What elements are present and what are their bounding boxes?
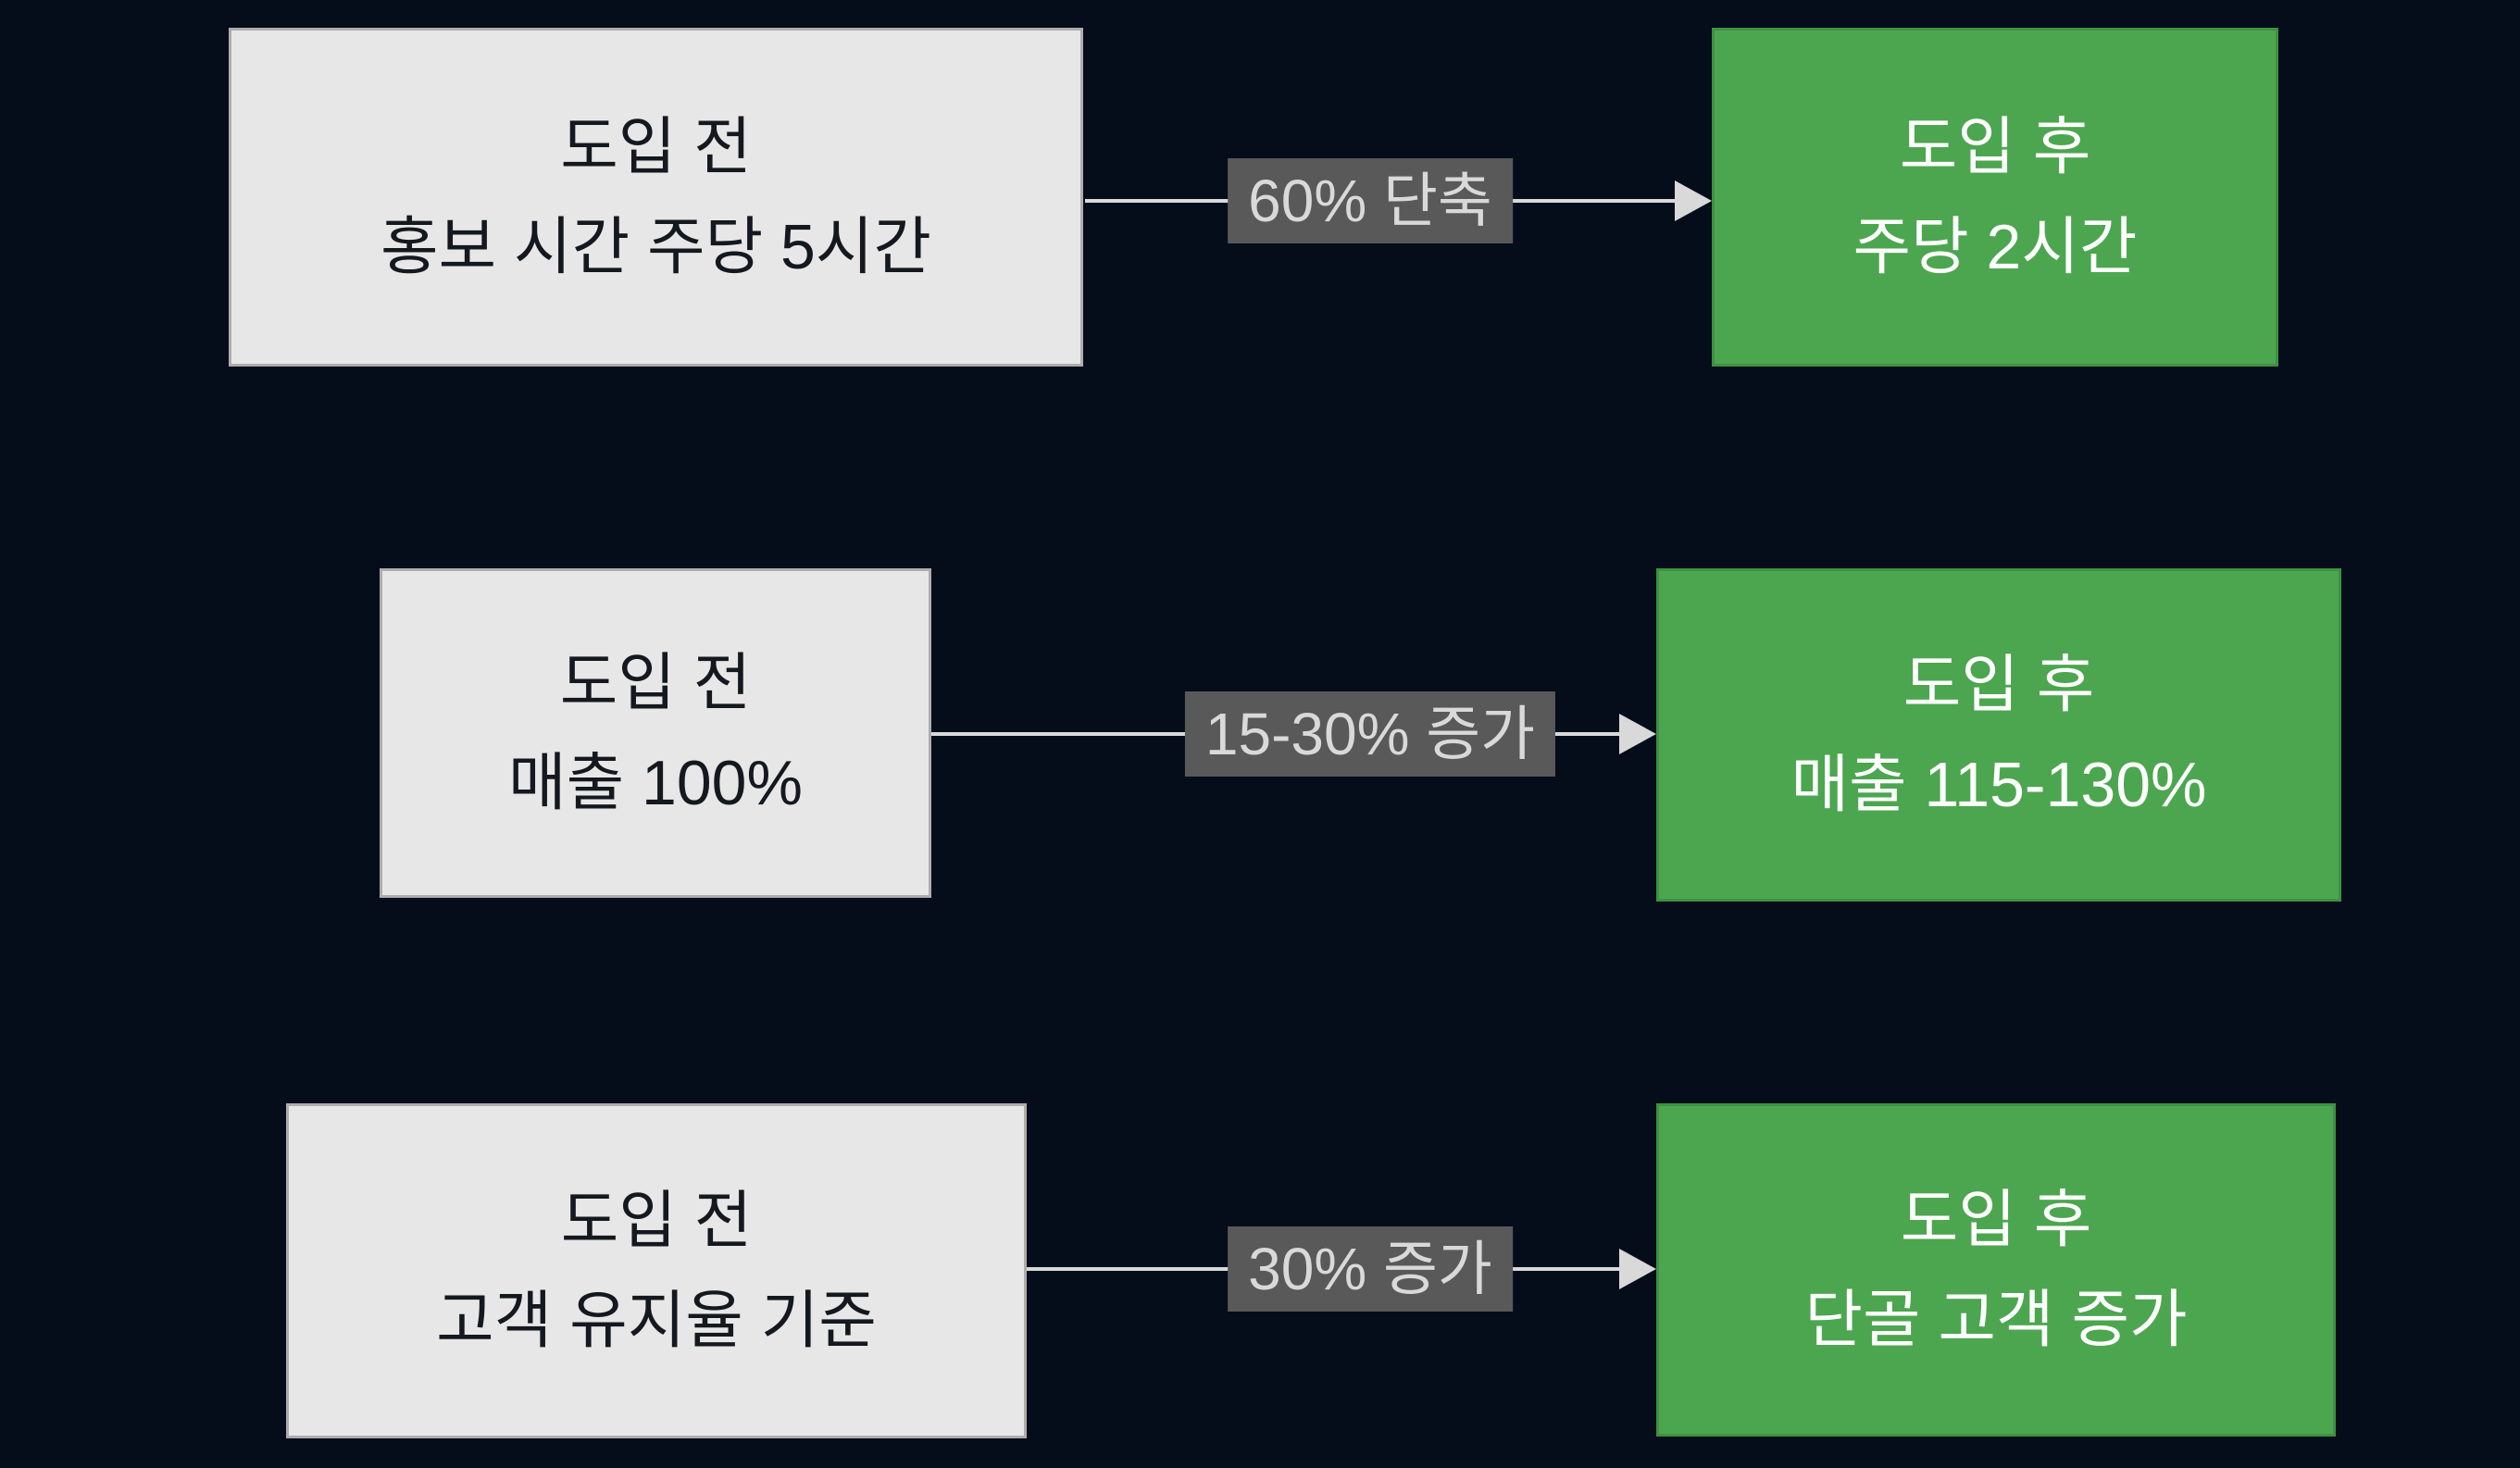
after-box-2-line1: 도입 후 — [1902, 649, 2095, 720]
before-box-3-line1: 도입 전 — [560, 1185, 753, 1256]
after-box-2: 도입 후 매출 115-130% — [1656, 568, 2341, 902]
after-box-3-line1: 도입 후 — [1900, 1184, 2092, 1255]
change-label-2: 15-30% 증가 — [1184, 691, 1556, 777]
after-box-1: 도입 후 주당 2시간 — [1712, 28, 2278, 367]
change-label-3: 30% 증가 — [1228, 1226, 1513, 1312]
before-box-1: 도입 전 홍보 시간 주당 5시간 — [229, 28, 1083, 367]
arrow-head-icon — [1619, 714, 1656, 754]
before-box-2-line1: 도입 전 — [559, 647, 752, 718]
after-box-1-line1: 도입 후 — [1899, 111, 2091, 182]
arrow-head-icon — [1619, 1249, 1656, 1289]
before-box-2: 도입 전 매출 100% — [380, 568, 931, 898]
before-box-2-line2: 매출 100% — [508, 748, 803, 818]
after-box-3: 도입 후 단골 고객 증가 — [1656, 1103, 2336, 1437]
after-box-3-line2: 단골 고객 증가 — [1804, 1285, 2188, 1355]
before-box-1-line2: 홍보 시간 주당 5시간 — [380, 212, 931, 282]
before-box-3: 도입 전 고객 유지율 기준 — [286, 1103, 1027, 1438]
after-box-2-line2: 매출 115-130% — [1790, 750, 2207, 820]
change-label-1: 60% 단축 — [1228, 158, 1513, 243]
after-box-1-line2: 주당 2시간 — [1853, 212, 2138, 282]
before-box-1-line1: 도입 전 — [560, 111, 752, 182]
arrow-head-icon — [1675, 180, 1712, 221]
before-box-3-line2: 고객 유지율 기준 — [436, 1286, 877, 1356]
